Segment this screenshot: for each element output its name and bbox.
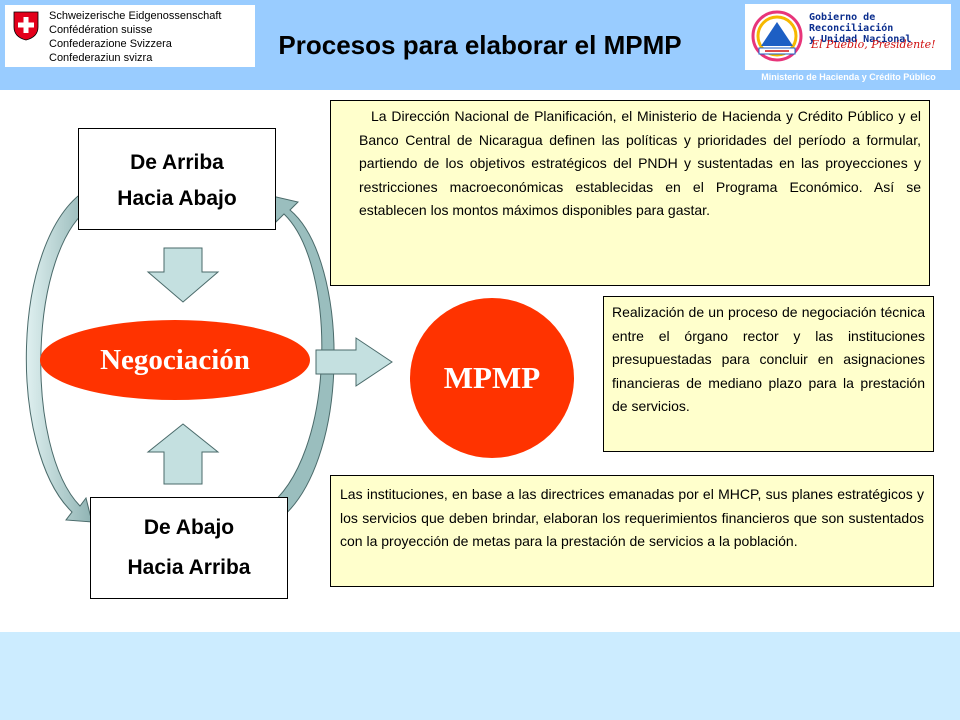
gobierno-line-2: y Unidad Nacional (809, 34, 912, 45)
info-box-top-down: La Dirección Nacional de Planificación, … (330, 100, 930, 286)
top-box-line-1: De Arriba (130, 151, 224, 174)
top-box-line-2: Hacia Abajo (117, 187, 237, 210)
bottom-up-box: De Abajo Hacia Arriba (90, 497, 288, 599)
swiss-line-1: Schweizerische Eidgenossenschaft (49, 10, 222, 22)
info-text-top: La Dirección Nacional de Planificación, … (359, 108, 921, 218)
info-text-bottom: Las instituciones, en base a las directr… (340, 486, 924, 549)
info-box-bottom-up: Las instituciones, en base a las directr… (330, 475, 934, 587)
swiss-confederation-logo: Schweizerische Eidgenossenschaft Confédé… (5, 5, 255, 67)
bottom-box-line-2: Hacia Arriba (127, 556, 251, 579)
diagram-arrows (25, 189, 393, 523)
gobierno-logo: Gobierno de Reconciliación y Unidad Naci… (745, 4, 951, 70)
info-text-middle: Realización de un proceso de negociación… (612, 304, 925, 414)
info-box-negociacion: Realización de un proceso de negociación… (603, 296, 934, 452)
swiss-line-4: Confederaziun svizra (49, 52, 153, 64)
negociacion-ellipse: Negociación (40, 320, 310, 400)
swiss-shield-icon (13, 11, 39, 41)
page-title: Procesos para elaborar el MPMP (278, 30, 682, 60)
swiss-line-3: Confederazione Svizzera (49, 38, 172, 50)
mpmp-ellipse: MPMP (410, 298, 574, 458)
swiss-lines: Schweizerische Eidgenossenschaft Confédé… (49, 9, 221, 65)
gobierno-slogan: El Pueblo, Presidente! (811, 38, 936, 51)
up-block-arrow (146, 423, 220, 485)
gobierno-text: Gobierno de Reconciliación y Unidad Naci… (809, 12, 951, 45)
top-down-box: De Arriba Hacia Abajo (78, 128, 276, 230)
right-block-arrow (315, 337, 393, 387)
swiss-line-2: Confédération suisse (49, 24, 153, 36)
footer-band (0, 632, 960, 720)
bottom-box-line-1: De Abajo (143, 516, 235, 539)
gobierno-line-1: Gobierno de Reconciliación (809, 12, 894, 34)
ministry-label: Ministerio de Hacienda y Crédito Público (761, 72, 936, 82)
nicaragua-emblem-icon (751, 10, 803, 62)
down-block-arrow (146, 247, 220, 303)
